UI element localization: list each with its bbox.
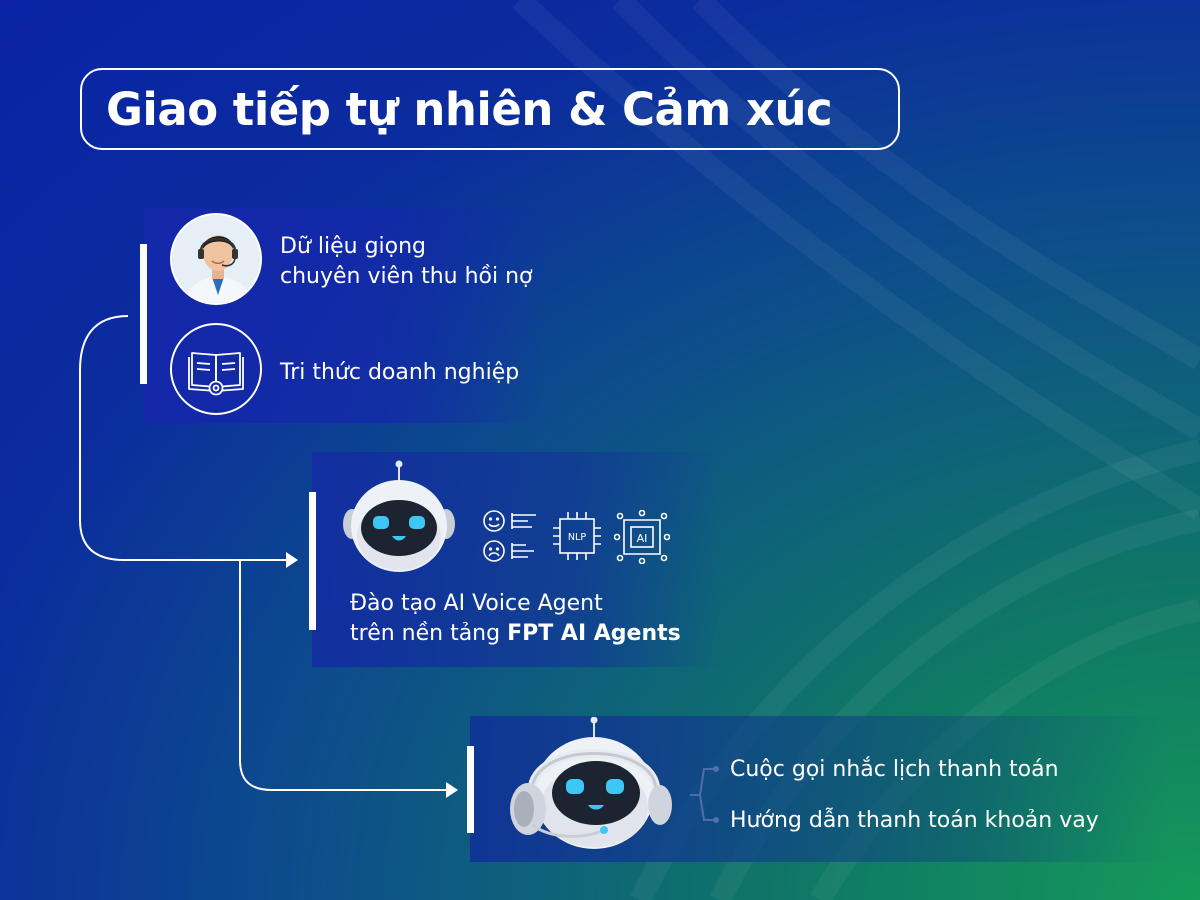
training-label-line2: trên nền tảng FPT AI Agents xyxy=(350,619,681,649)
input-label-voice-line1: Dữ liệu giọng xyxy=(280,234,427,259)
robot-icon xyxy=(340,460,458,580)
training-label: Đào tạo AI Voice Agent trên nền tảng FPT… xyxy=(350,589,681,649)
output-item-loan-payment-guide: Hướng dẫn thanh toán khoản vay xyxy=(730,808,1099,833)
training-label-line1: Đào tạo AI Voice Agent xyxy=(350,591,603,616)
nlp-chip-icon: NLP xyxy=(552,510,602,562)
training-panel-bar xyxy=(309,492,316,630)
ai-chip-label: AI xyxy=(637,532,648,545)
call-center-agent-icon xyxy=(170,213,262,305)
training-label-prefix: trên nền tảng xyxy=(350,621,508,646)
arrowhead-output xyxy=(446,782,458,798)
title-box: Giao tiếp tự nhiên & Cảm xúc xyxy=(80,68,900,150)
nlp-chip-label: NLP xyxy=(568,532,586,543)
book-gear-icon xyxy=(170,323,262,415)
connector-inputs-to-training xyxy=(79,315,290,561)
input-label-enterprise-knowledge: Tri thức doanh nghiệp xyxy=(280,360,520,385)
sentiment-icon xyxy=(482,509,540,565)
outputs-panel-bar xyxy=(467,746,474,833)
inputs-panel-bar xyxy=(140,244,147,384)
arrowhead-training xyxy=(286,552,298,568)
connector-training-to-output xyxy=(239,560,450,791)
input-label-voice-line2: chuyên viên thu hồi nợ xyxy=(280,264,533,289)
ai-chip-icon: AI xyxy=(613,509,671,565)
page-title: Giao tiếp tự nhiên & Cảm xúc xyxy=(106,82,833,136)
training-label-platform: FPT AI Agents xyxy=(507,621,681,646)
output-item-payment-reminder: Cuộc gọi nhắc lịch thanh toán xyxy=(730,757,1059,782)
input-label-voice-data: Dữ liệu giọng chuyên viên thu hồi nợ xyxy=(280,232,533,292)
robot-headset-icon xyxy=(502,716,682,857)
